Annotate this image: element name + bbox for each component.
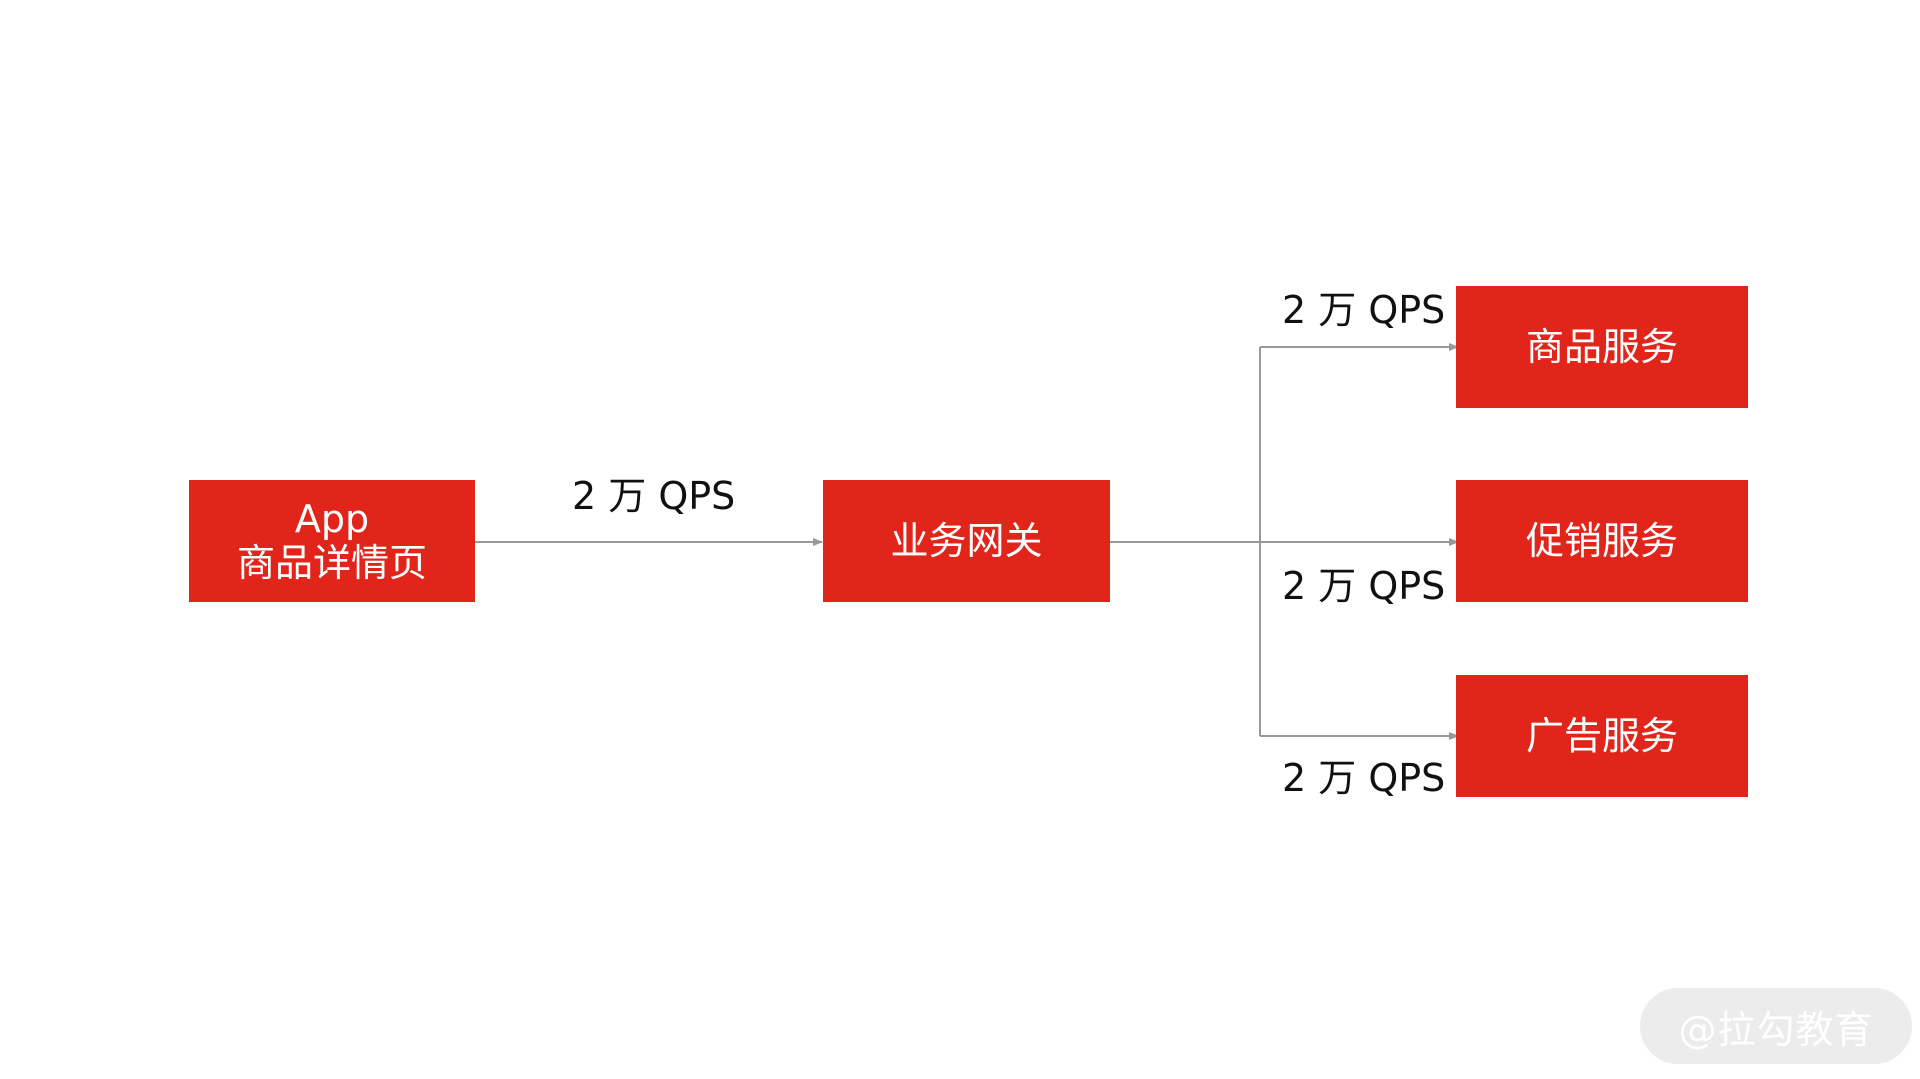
product-service-box: 商品服务 <box>1456 286 1748 408</box>
qps-label-to-product-service: 2 万 QPS <box>1282 288 1446 332</box>
app-box-line1: App <box>294 497 370 541</box>
gateway-label: 业务网关 <box>890 519 1043 563</box>
promotion-service-label: 促销服务 <box>1525 519 1678 563</box>
lagou-watermark: @拉勾教育 <box>1640 988 1912 1064</box>
qps-label-to-ad-service: 2 万 QPS <box>1282 756 1446 800</box>
business-gateway-box: 业务网关 <box>823 480 1110 602</box>
qps-label-app-to-gateway: 2 万 QPS <box>572 474 736 518</box>
promotion-service-box: 促销服务 <box>1456 480 1748 602</box>
app-box-line2: 商品详情页 <box>236 541 427 585</box>
qps-label-to-promotion-service: 2 万 QPS <box>1282 564 1446 608</box>
ad-service-box: 广告服务 <box>1456 675 1748 797</box>
product-service-label: 商品服务 <box>1525 325 1678 369</box>
ad-service-label: 广告服务 <box>1525 714 1678 758</box>
app-detail-page-box: App 商品详情页 <box>189 480 475 602</box>
